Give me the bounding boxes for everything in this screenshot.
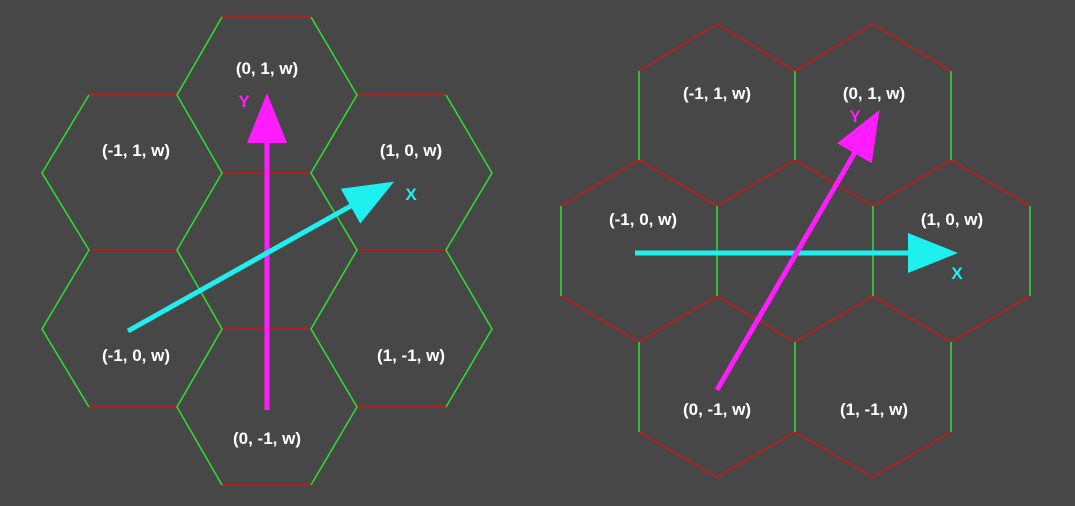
diagonal-edges [41, 16, 493, 486]
axes: Y X [126, 92, 417, 410]
cell-label: (-1, 1, w) [102, 141, 170, 160]
y-axis-label: Y [849, 107, 861, 126]
x-axis-label: X [951, 264, 963, 283]
cell-labels: (-1, 1, w) (0, 1, w) (-1, 0, w) (1, 0, w… [609, 84, 983, 419]
cell-label: (0, 1, w) [843, 84, 905, 103]
cell-label: (1, -1, w) [840, 400, 908, 419]
x-axis-label: X [405, 185, 417, 204]
cell-label: (1, 0, w) [380, 141, 442, 160]
cell-labels: (0, 1, w) (-1, 1, w) (1, 0, w) (-1, 0, w… [102, 59, 445, 448]
axes: X Y [635, 107, 963, 392]
cell-label: (1, 0, w) [921, 210, 983, 229]
cell-label: (0, -1, w) [233, 429, 301, 448]
y-axis-label: Y [238, 92, 250, 111]
cell-label: (-1, 0, w) [609, 210, 677, 229]
cell-label: (-1, 1, w) [683, 84, 751, 103]
pointy-top-hex-grid: (-1, 1, w) (0, 1, w) (-1, 0, w) (1, 0, w… [560, 23, 1031, 478]
cell-label: (0, 1, w) [236, 59, 298, 78]
y-axis-arrow [714, 110, 880, 392]
cell-label: (0, -1, w) [683, 400, 751, 419]
hex-grid-edges [41, 16, 493, 486]
cell-label: (1, -1, w) [377, 346, 445, 365]
x-axis-arrow [126, 181, 395, 334]
flat-top-hex-grid: (0, 1, w) (-1, 1, w) (1, 0, w) (-1, 0, w… [41, 16, 493, 486]
cell-label: (-1, 0, w) [102, 346, 170, 365]
horizontal-edges [89, 16, 446, 486]
